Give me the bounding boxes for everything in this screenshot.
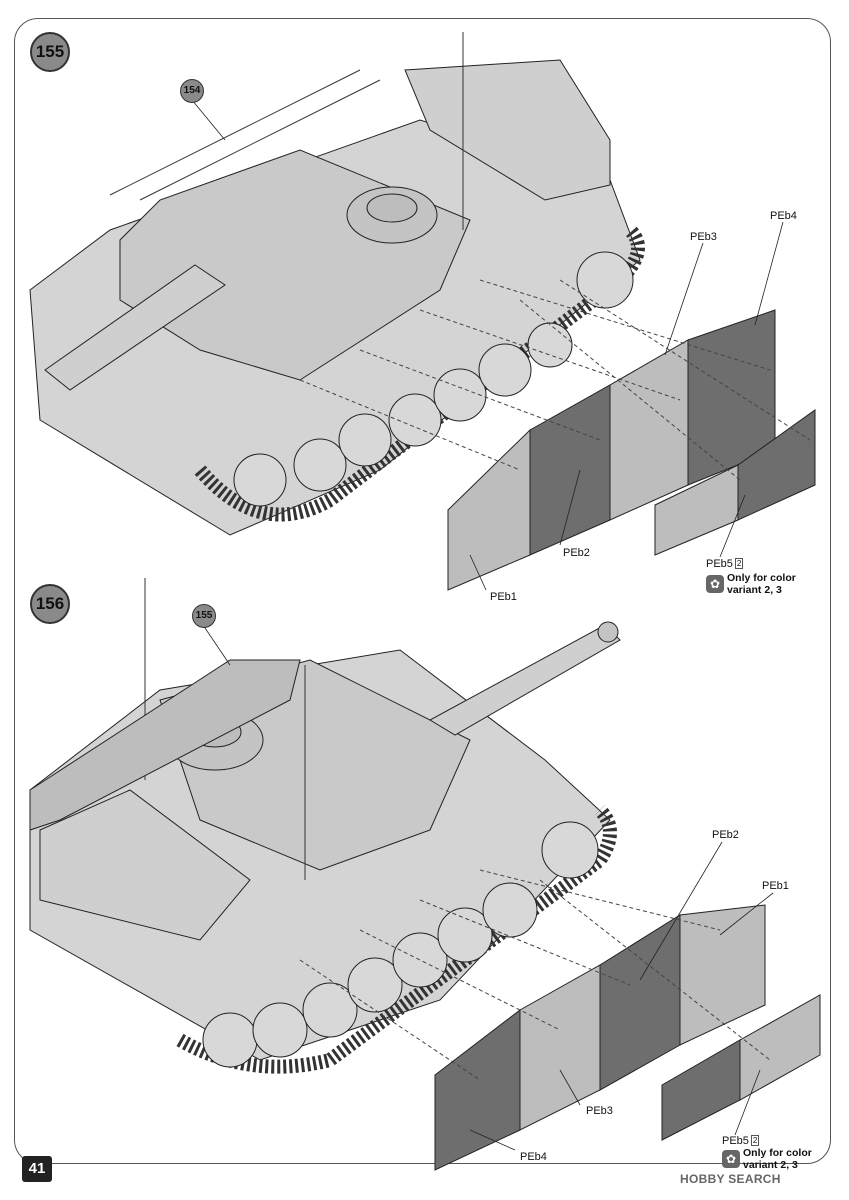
note-line-1: Only for color — [743, 1147, 812, 1159]
part-label-peb4: PEb4 — [520, 1151, 547, 1163]
plate-peb3 — [609, 339, 689, 521]
plate-peb1 — [679, 904, 766, 1046]
plate-peb5b — [737, 409, 816, 521]
stowage-box — [404, 59, 611, 201]
plate-peb1 — [447, 428, 531, 591]
engine-deck — [39, 789, 251, 941]
part-label-peb1: PEb1 — [490, 591, 517, 603]
plate-peb2 — [529, 384, 611, 556]
gun-barrel — [428, 624, 621, 736]
part-label-peb4: PEb4 — [770, 210, 797, 222]
part-label-peb1: PEb1 — [762, 880, 789, 892]
paint-palette-icon: ✿ — [706, 575, 724, 593]
quantity-badge: 2 — [750, 1135, 760, 1146]
reference-step-badge: 154 — [180, 79, 204, 103]
fitted-skirts — [29, 659, 301, 831]
part-label-peb3: PEb3 — [690, 231, 717, 243]
leader-lines — [191, 99, 784, 1151]
track — [194, 225, 645, 522]
page-number: 41 — [22, 1156, 52, 1182]
step-156-illustration — [29, 578, 621, 1074]
part-label-peb5-text: PEb5 — [706, 558, 733, 570]
plate-peb5b — [739, 994, 821, 1101]
plate-peb4 — [434, 1008, 521, 1171]
step-number-badge: 156 — [30, 584, 70, 624]
step-155-illustration — [29, 32, 645, 536]
paint-palette-icon: ✿ — [722, 1150, 740, 1168]
track — [176, 805, 617, 1074]
part-label-peb2: PEb2 — [563, 547, 590, 559]
step-155-skirt-plates — [299, 279, 816, 591]
part-label-peb3: PEb3 — [586, 1105, 613, 1117]
watermark: HOBBY SEARCH — [680, 1172, 781, 1186]
gun-barrel — [44, 264, 226, 391]
part-label-peb5-text: PEb5 — [722, 1135, 749, 1147]
quantity-badge: 2 — [734, 558, 744, 569]
note-line-2: variant 2, 3 — [743, 1159, 798, 1171]
plate-peb5a — [661, 1039, 741, 1141]
step-number-badge: 155 — [30, 32, 70, 72]
note-line-1: Only for color — [727, 572, 796, 584]
reference-step-badge: 155 — [192, 604, 216, 628]
step-156-skirt-plates — [299, 869, 821, 1171]
part-label-peb2: PEb2 — [712, 829, 739, 841]
note-line-2: variant 2, 3 — [727, 584, 782, 596]
plate-peb2 — [599, 914, 681, 1091]
